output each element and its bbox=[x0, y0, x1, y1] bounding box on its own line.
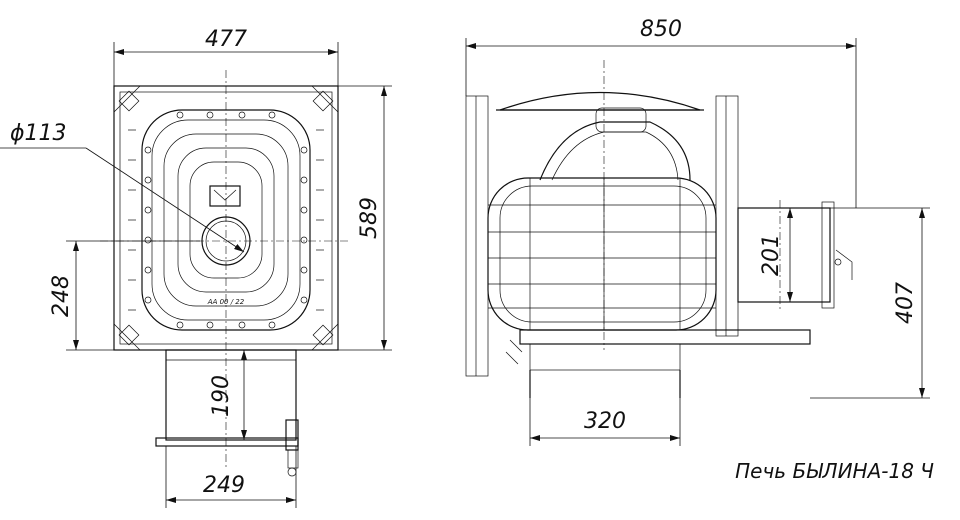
dim-hole-offset: 248 bbox=[49, 275, 74, 317]
hatch-handle bbox=[209, 185, 241, 207]
lid-outline bbox=[499, 91, 701, 111]
stand-frame bbox=[519, 329, 811, 345]
dim-side-length: 850 bbox=[640, 17, 682, 42]
dim-hole-diameter: ϕ113 bbox=[10, 121, 67, 146]
dim-base-height: 190 bbox=[209, 375, 234, 417]
drawing-title: Печь БЫЛИНА-18 Ч bbox=[735, 459, 934, 483]
front-view: АА 00 / 22 477 589 ϕ113 248 190 bbox=[0, 27, 392, 508]
dim-top-width: 477 bbox=[205, 27, 247, 52]
side-view: 850 201 407 320 bbox=[465, 17, 930, 446]
corner-brackets bbox=[113, 85, 339, 351]
dim-chimney-height: 201 bbox=[759, 234, 784, 276]
dim-base-width: 249 bbox=[203, 473, 245, 498]
dim-chimney-offset: 407 bbox=[893, 282, 918, 324]
bolt-row bbox=[144, 111, 308, 329]
chimney-outlet bbox=[737, 207, 831, 303]
casting-mark: АА 00 / 22 bbox=[207, 298, 245, 306]
firebox-body bbox=[487, 177, 717, 331]
dim-top-height: 589 bbox=[357, 197, 382, 239]
ash-pit bbox=[165, 349, 297, 441]
dim-stand-width: 320 bbox=[584, 409, 626, 434]
